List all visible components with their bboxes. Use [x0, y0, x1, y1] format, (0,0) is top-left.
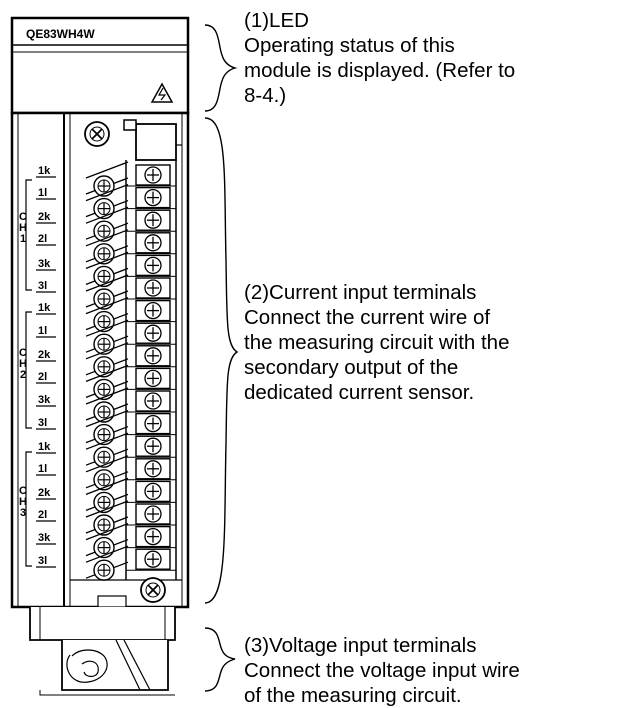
channel-labels: CH1 CH2 CH3: [19, 179, 32, 567]
terminal-label: 3l: [38, 555, 47, 567]
terminal-label: 1k: [38, 165, 51, 177]
channel-char: 3: [20, 507, 26, 519]
terminal-label: 2l: [38, 509, 47, 521]
channel-char: 1: [20, 233, 26, 245]
terminal-label: 3l: [38, 280, 47, 292]
callout-led-heading: (1)LED: [244, 9, 309, 32]
callout-led-line-3: 8-4.): [244, 84, 287, 107]
brace-led: [204, 24, 238, 112]
terminal-label: 1l: [38, 463, 47, 475]
callout-current-line-1: Connect the current wire of: [244, 306, 491, 329]
callout-current-heading: (2)Current input terminals: [244, 281, 477, 304]
brace-voltage-terminals: [204, 627, 236, 692]
callout-current-line-4: dedicated current sensor.: [244, 381, 475, 404]
terminal-label: 2l: [38, 371, 47, 383]
terminal-label: 2k: [38, 349, 51, 361]
terminal-label: 1k: [38, 302, 51, 314]
callout-voltage-line-1: Connect the voltage input wire: [244, 659, 520, 682]
channel-char: C: [19, 485, 27, 497]
terminal-label: 3l: [38, 417, 47, 429]
top-screw: [84, 121, 110, 147]
channel-label-ch3: CH3: [19, 485, 27, 519]
callout-current-line-2: the measuring circuit with the: [244, 331, 510, 354]
bottom-screw: [140, 577, 166, 603]
channel-label-ch1: CH1: [19, 211, 27, 245]
terminal-block-clip: [123, 119, 182, 161]
channel-char: 2: [20, 369, 26, 381]
callout-current-terminals: (2)Current input terminals Connect the c…: [244, 280, 612, 405]
current-input-terminal-block: [70, 160, 182, 608]
terminal-label: 2l: [38, 233, 47, 245]
warning-icon: [150, 82, 174, 103]
callout-led-line-2: module is displayed. (Refer to: [244, 59, 516, 82]
callout-voltage-heading: (3)Voltage input terminals: [244, 634, 477, 657]
terminal-label: 1k: [38, 441, 51, 453]
terminal-label: 3k: [38, 532, 51, 544]
callout-voltage-terminals: (3)Voltage input terminals Connect the v…: [244, 633, 612, 708]
callout-led: (1)LED Operating status of this module i…: [244, 8, 612, 108]
channel-char: H: [19, 222, 27, 234]
led-cover: QE83WH4W: [10, 16, 190, 115]
model-label: QE83WH4W: [26, 27, 95, 41]
terminal-label: 2k: [38, 487, 51, 499]
terminal-label: 3k: [38, 258, 51, 270]
callout-voltage-line-2: of the measuring circuit.: [244, 684, 462, 707]
terminal-label: 1l: [38, 187, 47, 199]
voltage-input-connector: [29, 607, 176, 696]
channel-char: H: [19, 358, 27, 370]
channel-char: C: [19, 211, 27, 223]
callout-led-line-1: Operating status of this: [244, 34, 455, 57]
channel-char: H: [19, 496, 27, 508]
terminal-label: 2k: [38, 211, 51, 223]
channel-char: C: [19, 347, 27, 359]
callout-current-line-3: secondary output of the: [244, 356, 459, 379]
brace-current-terminals: [204, 117, 239, 604]
terminal-label: 1l: [38, 325, 47, 337]
terminal-labels: 1k 1l 2k 2l 3k 3l 1k 1l 2k 2l 3k 3l 1k 1l 2k 2l 3k 3l: [36, 165, 56, 568]
channel-label-ch2: CH2: [19, 347, 27, 381]
terminal-label: 3k: [38, 394, 51, 406]
